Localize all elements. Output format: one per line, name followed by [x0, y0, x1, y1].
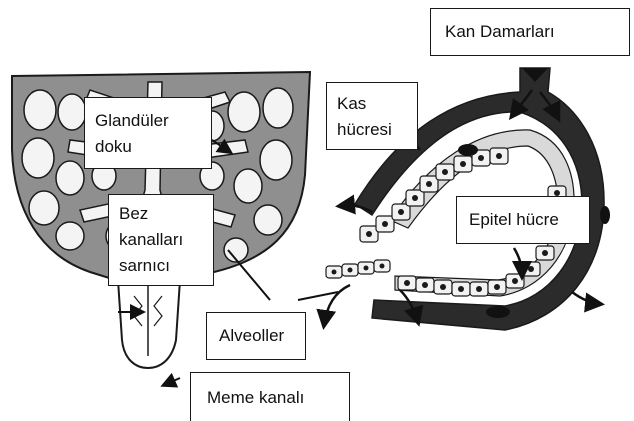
- label-meme-kanali: Meme kanalı: [190, 372, 350, 421]
- label-bez-kanallari-line1: Bez: [119, 201, 213, 227]
- label-alveoller-text: Alveoller: [219, 323, 305, 349]
- label-glanduler-doku: Glandüler doku: [84, 97, 212, 169]
- label-epitel-hucre-text: Epitel hücre: [469, 207, 589, 233]
- label-bez-kanallari-line3: sarnıcı: [119, 253, 213, 279]
- label-alveoller: Alveoller: [206, 312, 306, 360]
- label-glanduler-doku-line2: doku: [95, 134, 211, 160]
- label-meme-kanali-text: Meme kanalı: [207, 385, 349, 411]
- label-kas-hucresi-line2: hücresi: [337, 117, 417, 143]
- label-kas-hucresi: Kas hücresi: [326, 82, 418, 150]
- label-bez-kanallari-line2: kanalları: [119, 227, 213, 253]
- label-epitel-hucre: Epitel hücre: [456, 196, 590, 244]
- label-bez-kanallari: Bez kanalları sarnıcı: [108, 194, 214, 286]
- label-glanduler-doku-line1: Glandüler: [95, 108, 211, 134]
- label-kas-hucresi-line1: Kas: [337, 91, 417, 117]
- label-kan-damarlari: Kan Damarları: [430, 8, 630, 56]
- label-kan-damarlari-text: Kan Damarları: [445, 19, 629, 45]
